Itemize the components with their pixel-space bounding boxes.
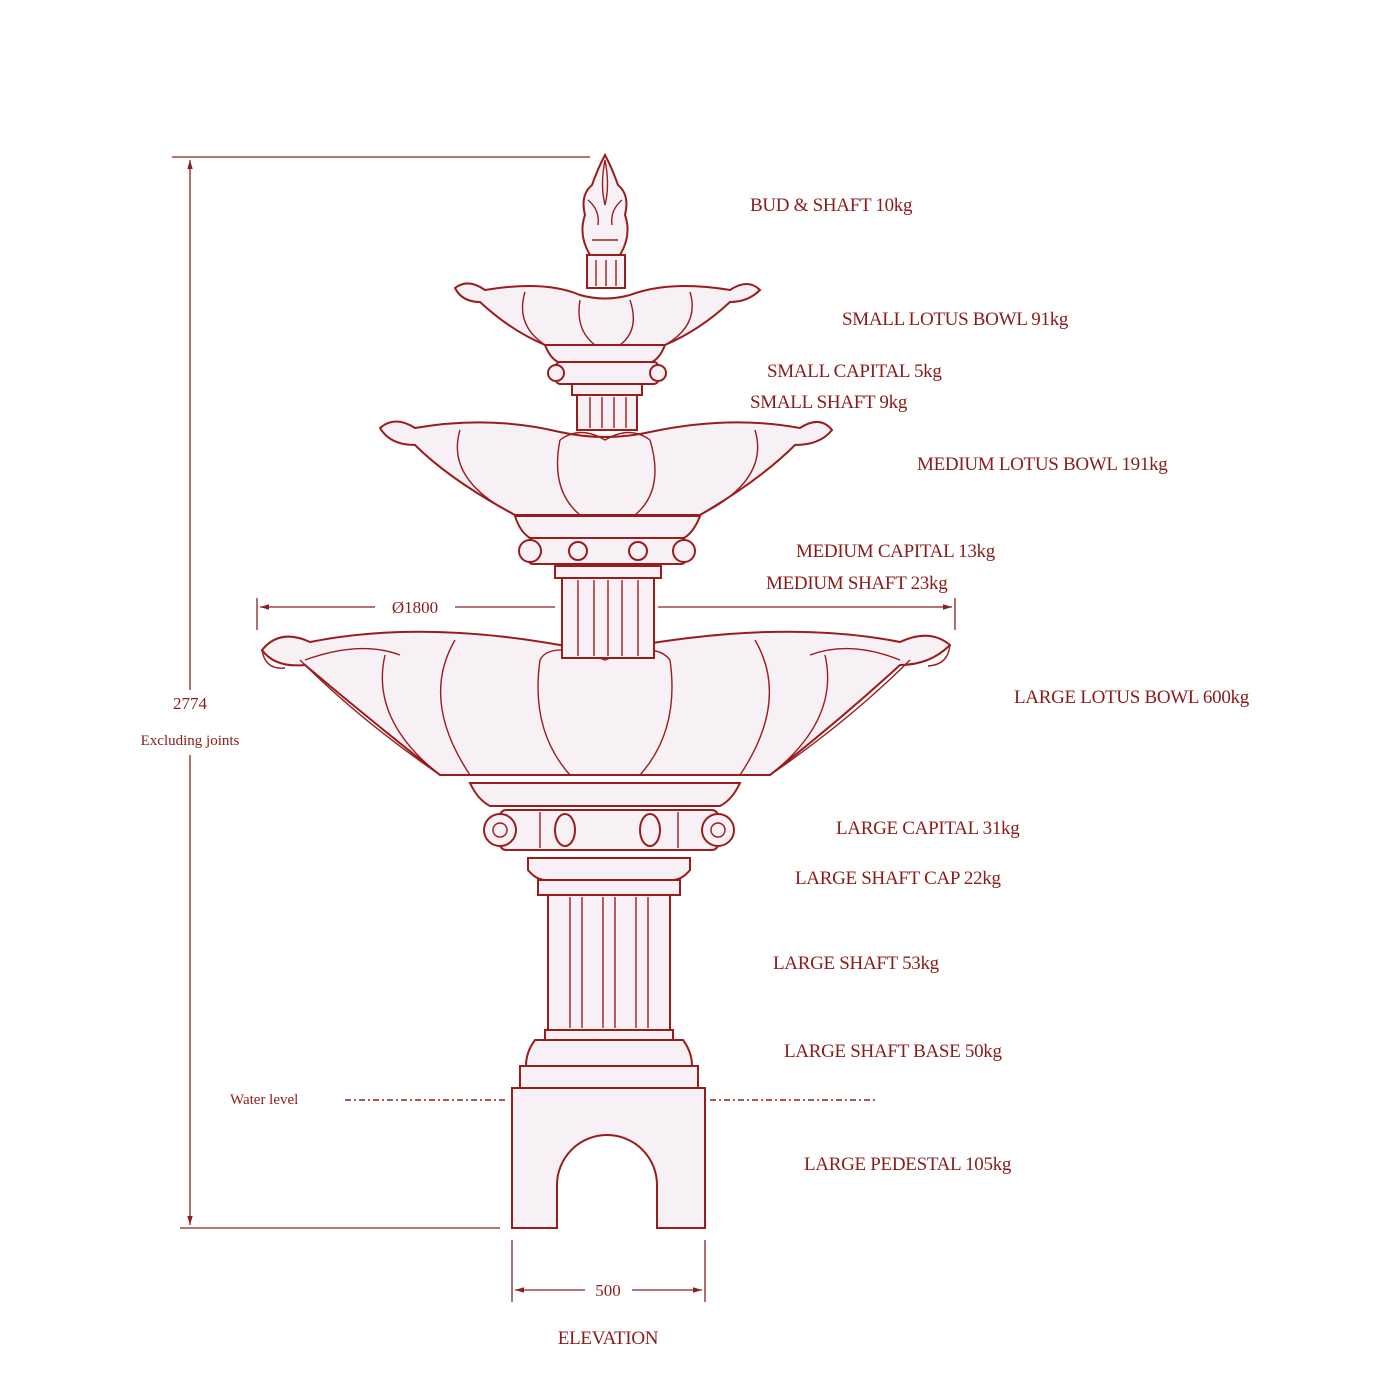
label-small-capital: SMALL CAPITAL 5kg: [767, 361, 942, 382]
large-pedestal: [511, 1087, 706, 1229]
large-capital: [483, 809, 735, 851]
medium-lotus-bowl: [378, 420, 834, 516]
label-large-shaft-cap: LARGE SHAFT CAP 22kg: [795, 868, 1001, 889]
fountain: [260, 152, 952, 1229]
label-medium-capital: MEDIUM CAPITAL 13kg: [796, 541, 996, 562]
base-width-value: 500: [595, 1281, 621, 1300]
base-width-dimension: 500: [511, 1240, 706, 1302]
diameter-value: Ø1800: [392, 598, 438, 617]
height-dimension: 2774 Excluding joints: [141, 156, 590, 1229]
large-shaft-base: [519, 1065, 699, 1089]
label-large-shaft-base: LARGE SHAFT BASE 50kg: [784, 1041, 1002, 1062]
label-large-capital: LARGE CAPITAL 31kg: [836, 818, 1020, 839]
small-lotus-bowl: [453, 282, 762, 346]
component-labels: BUD & SHAFT 10kg SMALL LOTUS BOWL 91kg S…: [750, 195, 1250, 1175]
bud-and-shaft: [581, 152, 629, 289]
label-large-lotus-bowl: LARGE LOTUS BOWL 600kg: [1014, 687, 1250, 708]
height-value: 2774: [173, 694, 208, 713]
medium-capital: [518, 537, 696, 565]
large-shaft: [547, 894, 671, 1031]
small-shaft: [576, 394, 638, 431]
label-medium-lotus-bowl: MEDIUM LOTUS BOWL 191kg: [917, 454, 1168, 475]
label-small-lotus-bowl: SMALL LOTUS BOWL 91kg: [842, 309, 1069, 330]
large-lotus-bowl: [260, 630, 952, 776]
water-level-label: Water level: [230, 1092, 298, 1108]
diameter-dimension: Ø1800: [256, 598, 956, 630]
water-level-line: Water level: [230, 1092, 878, 1108]
label-large-shaft: LARGE SHAFT 53kg: [773, 953, 940, 974]
label-medium-shaft: MEDIUM SHAFT 23kg: [766, 573, 948, 594]
label-large-pedestal: LARGE PEDESTAL 105kg: [804, 1154, 1012, 1175]
small-capital: [547, 361, 667, 396]
large-shaft-cap: [537, 879, 681, 896]
drawing-title: ELEVATION: [558, 1328, 659, 1349]
label-bud-shaft: BUD & SHAFT 10kg: [750, 195, 913, 216]
label-small-shaft: SMALL SHAFT 9kg: [750, 392, 908, 413]
height-note: Excluding joints: [141, 733, 240, 749]
